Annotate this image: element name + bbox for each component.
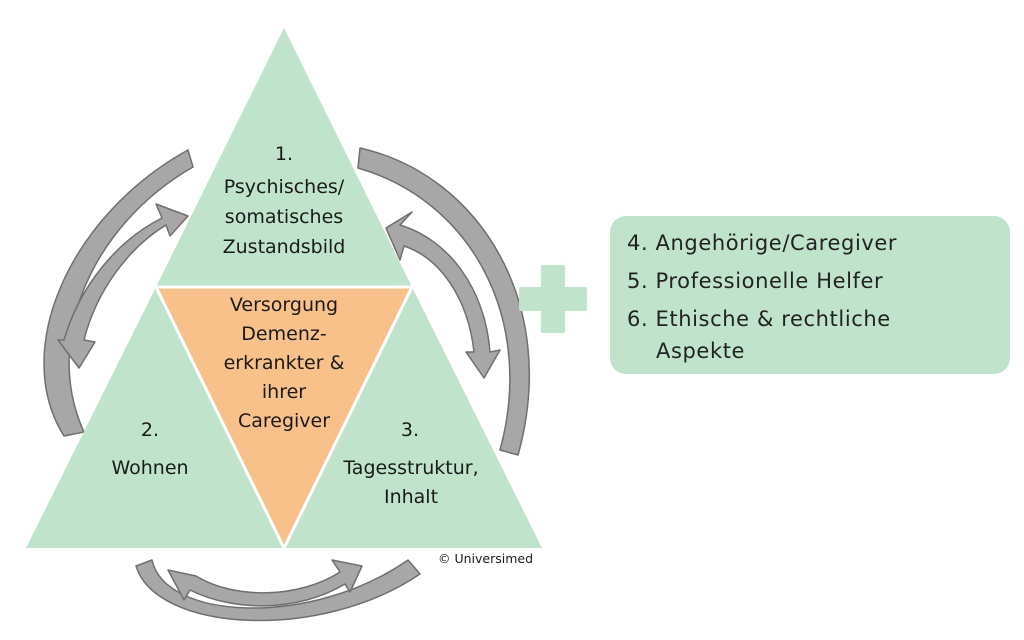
triangle-center-versorgung xyxy=(153,285,415,552)
triangle-left-wohnen xyxy=(26,287,284,548)
triangle-right-line-1: Tagesstruktur, xyxy=(342,457,478,479)
side-box-background xyxy=(610,216,1010,374)
copyright-credit: © Universimed xyxy=(438,551,533,566)
curved-arrow-icon xyxy=(357,147,531,456)
triangle-center-line-3: erkrankter & xyxy=(224,352,345,374)
triangle-center-line-2: Demenz- xyxy=(241,323,326,345)
curved-arrow-icon xyxy=(167,559,363,607)
triangle-top-line-2: somatisches xyxy=(225,206,343,228)
triangle-center-line-5: Caregiver xyxy=(238,410,330,432)
triangle-right-number: 3. xyxy=(401,419,419,441)
triangle-center-line-4: ihrer xyxy=(262,381,306,403)
triangle-center-line-1: Versorgung xyxy=(230,294,338,316)
triangle-left-line-1: Wohnen xyxy=(111,457,188,479)
triangle-top-psychisch xyxy=(156,28,412,287)
plus-icon xyxy=(519,265,587,333)
side-box-item-5: 5. Professionelle Helfer xyxy=(627,269,883,293)
triangle-right-tagesstruktur xyxy=(284,287,542,548)
triangle-top-line-3: Zustandsbild xyxy=(223,236,346,258)
side-box-item-6-continued: Aspekte xyxy=(656,339,745,363)
right-curved-arrows xyxy=(357,147,531,456)
curved-arrow-icon xyxy=(57,203,189,369)
side-box-item-6: 6. Ethische & rechtliche xyxy=(627,307,891,331)
curved-arrow-icon xyxy=(385,211,501,379)
side-box-item-4: 4. Angehörige/Caregiver xyxy=(627,231,897,255)
curved-arrow-icon xyxy=(135,559,421,622)
triangle-top-line-1: Psychisches/ xyxy=(224,176,345,198)
triangle-left-number: 2. xyxy=(141,419,159,441)
triangle-top-number: 1. xyxy=(275,143,293,165)
bottom-curved-arrows xyxy=(135,559,421,622)
left-curved-arrows xyxy=(43,149,194,437)
triangle-right-line-2: Inhalt xyxy=(384,486,438,508)
side-box: 4. Angehörige/Caregiver 5. Professionell… xyxy=(610,216,1010,374)
